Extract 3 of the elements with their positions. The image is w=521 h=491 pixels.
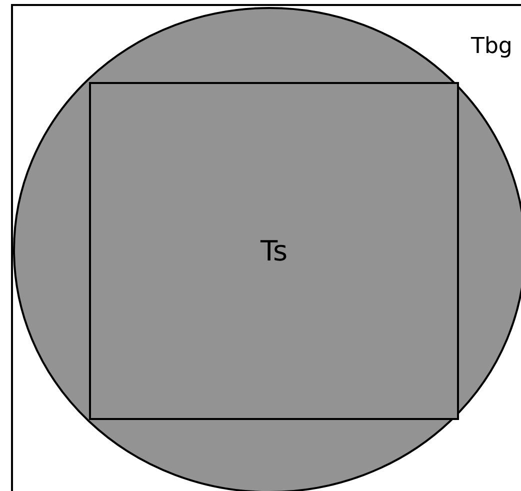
region-label: Ts: [260, 234, 288, 268]
region-label: Tbg: [471, 34, 512, 59]
square-region: [89, 82, 459, 420]
